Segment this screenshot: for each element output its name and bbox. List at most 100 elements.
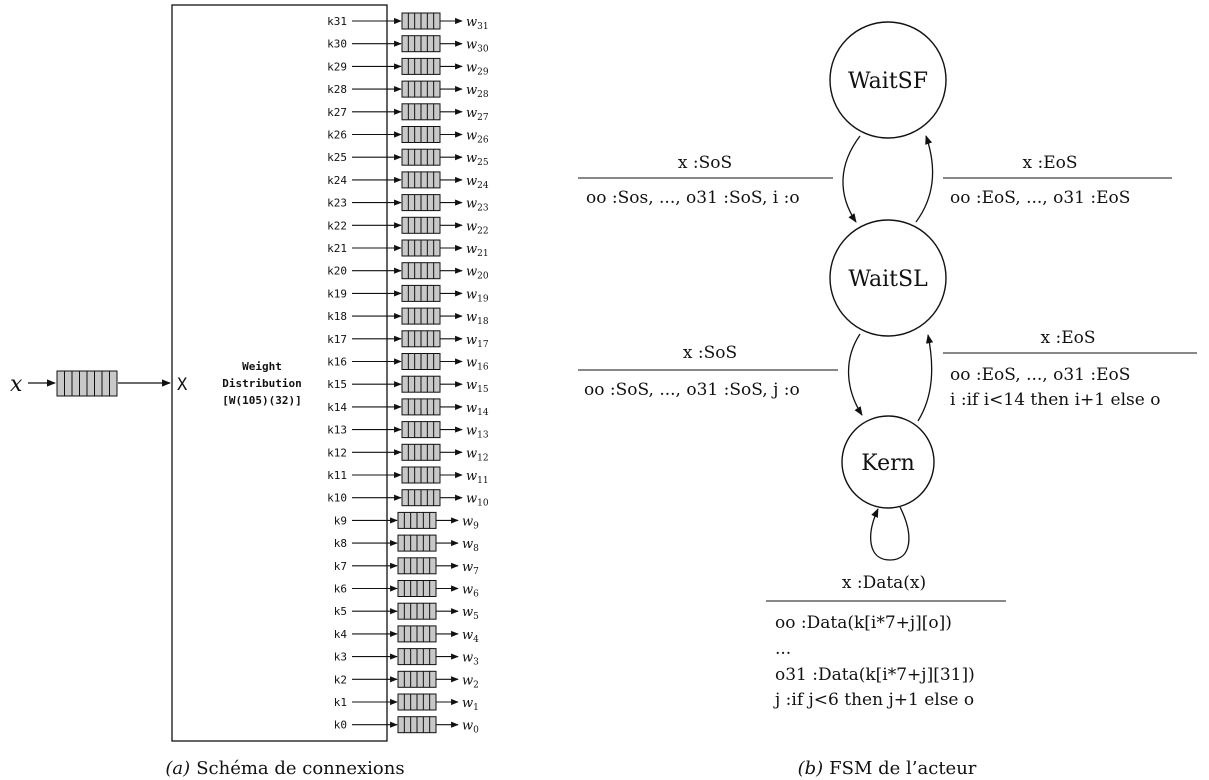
fifo-k23 bbox=[401, 194, 441, 212]
output-label-w0: w0 bbox=[462, 719, 479, 736]
action-kern-to-sl-1: oo :EoS, ..., o31 :EoS bbox=[950, 365, 1130, 385]
output-label-w28: w28 bbox=[466, 83, 489, 100]
port-label-k13: k13 bbox=[327, 424, 347, 437]
fifo-k0 bbox=[397, 716, 437, 734]
fifo-k21 bbox=[401, 239, 441, 257]
output-row-k5: k5 w5 bbox=[334, 602, 479, 622]
action-kern-self-4: j :if j<6 then j+1 else o bbox=[773, 690, 974, 710]
caption-a-text: Schéma de connexions bbox=[196, 758, 404, 779]
action-kern-to-sl-2: i :if i<14 then i+1 else o bbox=[950, 390, 1160, 410]
weight-distribution-actor bbox=[171, 4, 388, 742]
port-label-k18: k18 bbox=[327, 310, 347, 323]
port-label-k29: k29 bbox=[327, 60, 347, 73]
actor-name-line-1: Weight bbox=[242, 360, 282, 373]
output-label-w21: w21 bbox=[466, 242, 489, 259]
action-kern-self-1: oo :Data(k[i*7+j][o]) bbox=[775, 613, 952, 633]
output-row-k30: k30 w30 bbox=[327, 35, 489, 55]
fifo-k10 bbox=[401, 489, 441, 507]
output-label-w16: w16 bbox=[466, 356, 489, 373]
fifo-k16 bbox=[401, 353, 441, 370]
output-row-k0: k0 w0 bbox=[334, 716, 479, 736]
port-label-k6: k6 bbox=[334, 583, 347, 596]
output-label-w30: w30 bbox=[466, 38, 489, 55]
fifo-k6 bbox=[397, 580, 437, 597]
caption-a: (a)Schéma de connexions bbox=[165, 758, 404, 779]
fifo-k1 bbox=[397, 693, 437, 711]
input-fifo bbox=[56, 370, 118, 397]
port-label-k9: k9 bbox=[334, 514, 347, 527]
fifo-k31 bbox=[401, 12, 441, 30]
state-waitsf-label: WaitSF bbox=[848, 69, 928, 94]
port-label-k23: k23 bbox=[327, 197, 347, 210]
port-label-k25: k25 bbox=[327, 151, 347, 164]
fifo-k7 bbox=[397, 557, 437, 575]
output-label-w27: w27 bbox=[466, 106, 489, 123]
guard-sl-to-kern: x :SoS bbox=[683, 343, 737, 363]
fifo-k15 bbox=[401, 375, 441, 393]
output-label-w24: w24 bbox=[466, 174, 489, 191]
output-label-w26: w26 bbox=[466, 129, 489, 146]
actor-fsm: WaitSF WaitSL Kern x :SoS oo :Sos, ..., … bbox=[578, 21, 1197, 779]
guard-kern-self: x :Data(x) bbox=[842, 573, 926, 593]
caption-b-tag: (b) bbox=[798, 758, 824, 779]
output-label-w20: w20 bbox=[466, 265, 489, 282]
fifo-k8 bbox=[397, 534, 437, 552]
output-row-k24: k24 w24 bbox=[327, 171, 489, 191]
guard-sl-to-sf: x :EoS bbox=[1022, 153, 1077, 173]
output-row-k17: k17 w17 bbox=[327, 330, 489, 350]
port-label-k14: k14 bbox=[327, 401, 347, 414]
guard-sf-to-sl: x :SoS bbox=[678, 153, 732, 173]
port-label-k4: k4 bbox=[334, 628, 348, 641]
output-label-w3: w3 bbox=[462, 651, 479, 668]
fifo-k30 bbox=[401, 35, 441, 53]
port-label-k26: k26 bbox=[327, 129, 347, 142]
output-label-w8: w8 bbox=[462, 537, 479, 554]
fifo-k9 bbox=[397, 511, 437, 529]
fifo-k22 bbox=[401, 216, 441, 234]
output-label-w15: w15 bbox=[466, 378, 489, 395]
port-label-k17: k17 bbox=[327, 333, 347, 346]
actor-name-line-3: [W(105)(32)] bbox=[222, 394, 301, 407]
port-label-k24: k24 bbox=[327, 174, 347, 187]
state-waitsl bbox=[829, 219, 947, 337]
port-label-k7: k7 bbox=[334, 560, 347, 573]
fifo-k28 bbox=[401, 80, 441, 98]
output-label-w4: w4 bbox=[462, 628, 479, 645]
output-label-w6: w6 bbox=[462, 583, 479, 600]
fifo-k27 bbox=[401, 103, 441, 121]
output-label-w14: w14 bbox=[466, 401, 489, 418]
input-x-label: x bbox=[10, 372, 23, 397]
input-fifo-cells bbox=[56, 370, 118, 397]
fifo-k11 bbox=[401, 466, 441, 484]
output-label-w17: w17 bbox=[466, 333, 489, 350]
output-label-w5: w5 bbox=[462, 605, 479, 622]
port-label-k0: k0 bbox=[334, 719, 347, 732]
state-waitsf bbox=[829, 21, 947, 139]
action-sl-to-sf-1: oo :EoS, ..., o31 :EoS bbox=[950, 188, 1130, 208]
edge-waitsl-to-kern bbox=[847, 333, 863, 416]
actor-name-line-2: Distribution bbox=[222, 377, 301, 390]
output-row-k4: k4 w4 bbox=[334, 625, 479, 645]
action-kern-self-3: o31 :Data(k[i*7+j][31]) bbox=[775, 665, 975, 685]
port-label-k20: k20 bbox=[327, 265, 347, 278]
port-label-k27: k27 bbox=[327, 106, 347, 119]
state-waitsl-label: WaitSL bbox=[848, 267, 928, 292]
port-label-k5: k5 bbox=[334, 605, 347, 618]
port-label-k30: k30 bbox=[327, 38, 347, 51]
fifo-k25 bbox=[401, 148, 441, 166]
